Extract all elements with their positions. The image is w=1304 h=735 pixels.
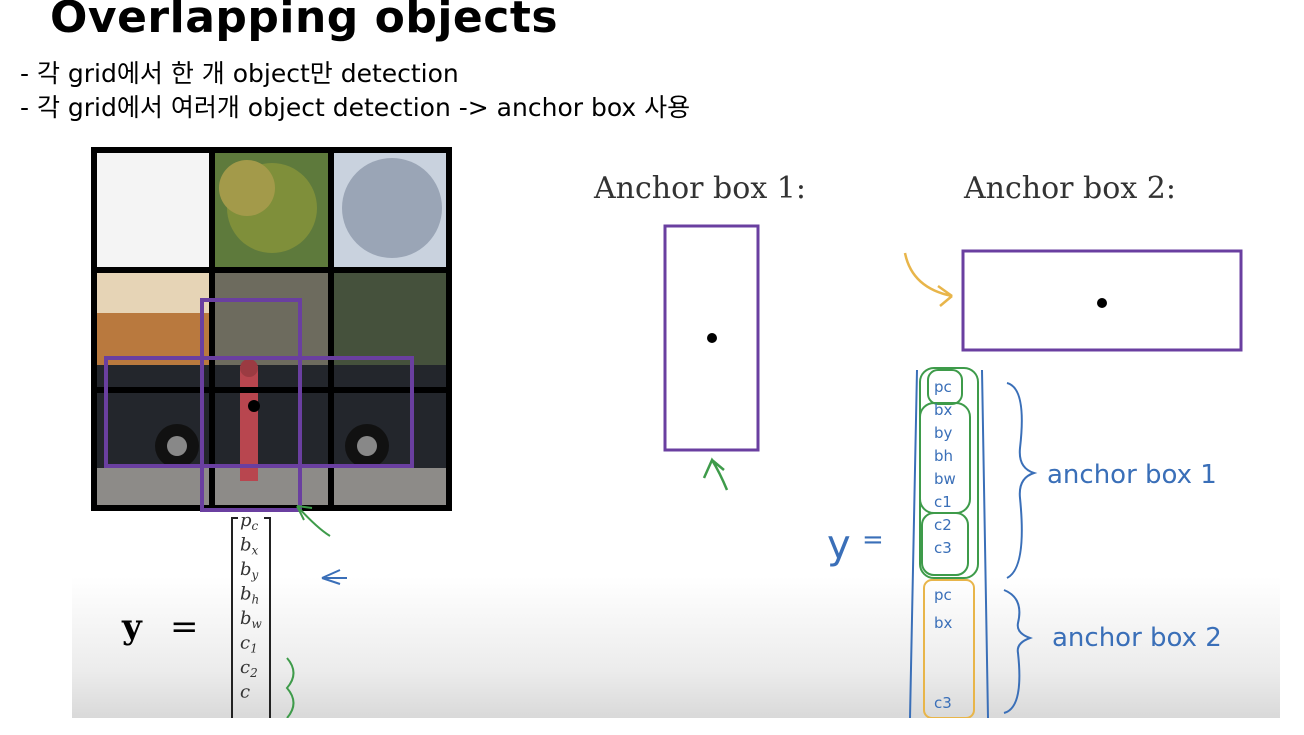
vector-entry: c: [240, 682, 250, 703]
vector-entry: c1: [240, 633, 258, 656]
bullet-multi-detection: - 각 grid에서 여러개 object detection -> ancho…: [20, 93, 691, 122]
stacked-entry-group1: c3: [934, 539, 952, 557]
bullet-single-detection: - 각 grid에서 한 개 object만 detection: [20, 59, 459, 88]
stacked-entry-group1: c2: [934, 516, 952, 534]
group1-label: anchor box 1: [1047, 460, 1217, 490]
vector-equals: =: [170, 607, 199, 647]
anchor-box-2: [903, 249, 1243, 352]
stacked-vector-equals: =: [862, 525, 884, 555]
vector-entry: pc: [240, 510, 259, 533]
street-photo: [94, 150, 449, 508]
stacked-entry-group1: by: [934, 424, 953, 442]
anchor-box-1-label: Anchor box 1:: [593, 171, 806, 206]
stacked-entry-group2: pc: [934, 586, 952, 604]
detection-boxes: [104, 298, 414, 512]
vector-entry: by: [240, 559, 259, 582]
stacked-entry-group1: bh: [934, 447, 953, 465]
vector-lhs: y: [121, 607, 143, 647]
group2-label: anchor box 2: [1052, 623, 1222, 653]
stacked-entry-group1: bw: [934, 470, 956, 488]
vector-entry: bh: [240, 584, 259, 607]
stacked-entry-group2: bx: [934, 614, 953, 632]
anchor-box-2-label: Anchor box 2:: [963, 171, 1176, 206]
vector-entry: bw: [240, 608, 263, 631]
vector-entry: bx: [240, 535, 259, 558]
vector-entry: c2: [240, 657, 258, 680]
stacked-entry-group1: pc: [934, 378, 952, 396]
stacked-entry-group1: bx: [934, 401, 953, 419]
stacked-vector-lhs: y: [827, 522, 851, 568]
stacked-entry-group1: c1: [934, 493, 952, 511]
stacked-entry-group2: c3: [934, 694, 952, 712]
anchor-box-1: [663, 224, 760, 491]
slide-title: Overlapping objects: [50, 0, 559, 43]
